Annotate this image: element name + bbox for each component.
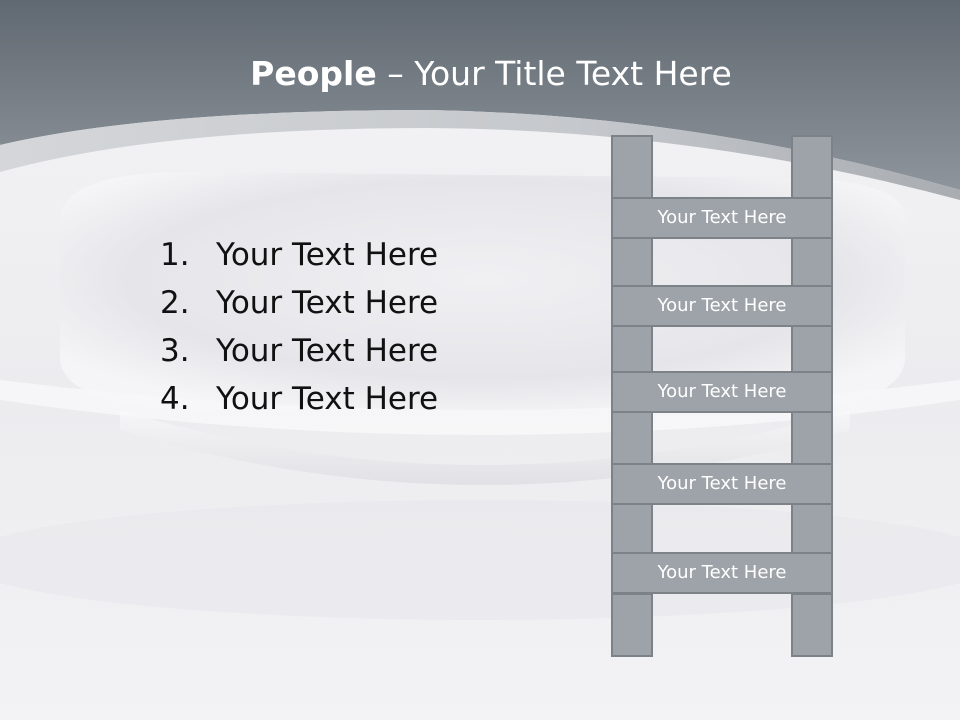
ladder-rung-label: Your Text Here [657,562,787,583]
list-item: 2. Your Text Here [160,280,438,328]
list-item: 3. Your Text Here [160,328,438,376]
slide-title: People – Your Title Text Here [0,52,960,96]
list-item: 4. Your Text Here [160,376,438,424]
ladder-rung-label: Your Text Here [657,381,787,402]
title-bold: People [250,54,377,93]
list-number: 2. [160,285,190,321]
header-background [0,0,960,200]
ladder-rung [611,371,833,413]
ladder-rung [611,197,833,239]
ladder-rung [611,552,833,594]
list-number: 3. [160,333,190,369]
ladder-rung-label: Your Text Here [657,473,787,494]
list-text: Your Text Here [216,285,439,321]
numbered-list: 1. Your Text Here 2. Your Text Here 3. Your… [160,232,438,424]
list-text: Your Text Here [216,381,439,417]
ladder-rung-label: Your Text Here [657,295,787,316]
list-text: Your Text Here [216,237,439,273]
ladder-rung [611,463,833,505]
ladder-rung-label: Your Text Here [657,207,787,228]
list-number: 1. [160,237,190,273]
title-rest: – Your Title Text Here [376,54,732,93]
list-text: Your Text Here [216,333,439,369]
list-item: 1. Your Text Here [160,232,438,280]
ladder-rung [611,285,833,327]
list-number: 4. [160,381,190,417]
